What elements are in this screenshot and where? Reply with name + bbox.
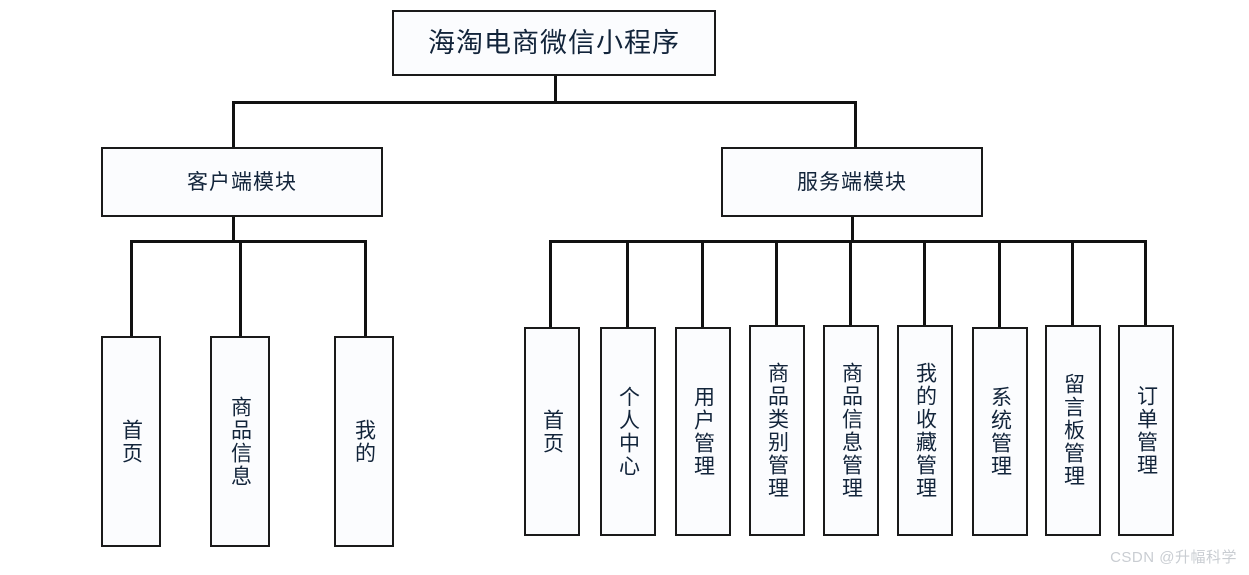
module-label-client: 客户端模块 [187,169,297,194]
leaf-label-server-order-management: 订单管理 [1134,384,1159,477]
connector-server-to-leaf-7 [1071,240,1074,325]
connector-client-to-leaf-2 [364,240,367,337]
leaf-label-server-personal-center: 个人中心 [616,385,641,478]
leaf-label-server-user-management: 用户管理 [691,385,716,478]
leaf-label-client-home: 首页 [119,418,144,465]
leaf-box-server-product-info-management: 商品信息管理 [823,325,879,536]
module-box-client: 客户端模块 [101,147,383,217]
root-node-label: 海淘电商微信小程序 [428,27,680,58]
connector-root-to-client [232,101,235,149]
leaf-box-client-mine: 我的 [334,336,394,547]
connector-client-to-leaf-0 [130,240,133,337]
leaf-label-server-home: 首页 [540,408,565,455]
leaf-box-server-user-management: 用户管理 [675,327,731,536]
leaf-label-server-product-category-management: 商品类别管理 [765,361,790,500]
connector-client-stem [232,217,235,243]
leaf-label-client-mine: 我的 [352,418,377,465]
connector-client-bus [130,240,367,243]
leaf-box-client-product-info: 商品信息 [210,336,270,547]
module-box-server: 服务端模块 [721,147,983,217]
connector-server-to-leaf-3 [775,240,778,325]
connector-server-bus [549,240,1147,243]
leaf-label-server-my-favorites-management: 我的收藏管理 [913,361,938,500]
connector-client-to-leaf-1 [239,240,242,337]
leaf-box-server-order-management: 订单管理 [1118,325,1174,536]
leaf-box-server-system-management: 系统管理 [972,327,1028,536]
leaf-label-server-message-board-management: 留言板管理 [1061,373,1086,488]
module-label-server: 服务端模块 [797,169,907,194]
connector-server-to-leaf-6 [998,240,1001,328]
leaf-box-server-my-favorites-management: 我的收藏管理 [897,325,953,536]
csdn-watermark: CSDN @升幅科学 [1110,549,1237,566]
connector-server-to-leaf-5 [923,240,926,325]
connector-server-to-leaf-8 [1144,240,1147,325]
root-node-box: 海淘电商微信小程序 [392,10,716,76]
connector-root-to-server [854,101,857,149]
leaf-box-server-personal-center: 个人中心 [600,327,656,536]
connector-server-to-leaf-2 [701,240,704,328]
connector-server-to-leaf-0 [549,240,552,328]
leaf-box-server-message-board-management: 留言板管理 [1045,325,1101,536]
connector-server-to-leaf-4 [849,240,852,325]
connector-server-stem [851,217,854,243]
leaf-box-client-home: 首页 [101,336,161,547]
leaf-label-server-system-management: 系统管理 [988,385,1013,478]
leaf-label-server-product-info-management: 商品信息管理 [839,361,864,500]
leaf-label-client-product-info: 商品信息 [228,395,253,488]
connector-root-bus [232,101,857,104]
connector-server-to-leaf-1 [626,240,629,328]
leaf-box-server-home: 首页 [524,327,580,536]
leaf-box-server-product-category-management: 商品类别管理 [749,325,805,536]
connector-root-stem [554,76,557,104]
